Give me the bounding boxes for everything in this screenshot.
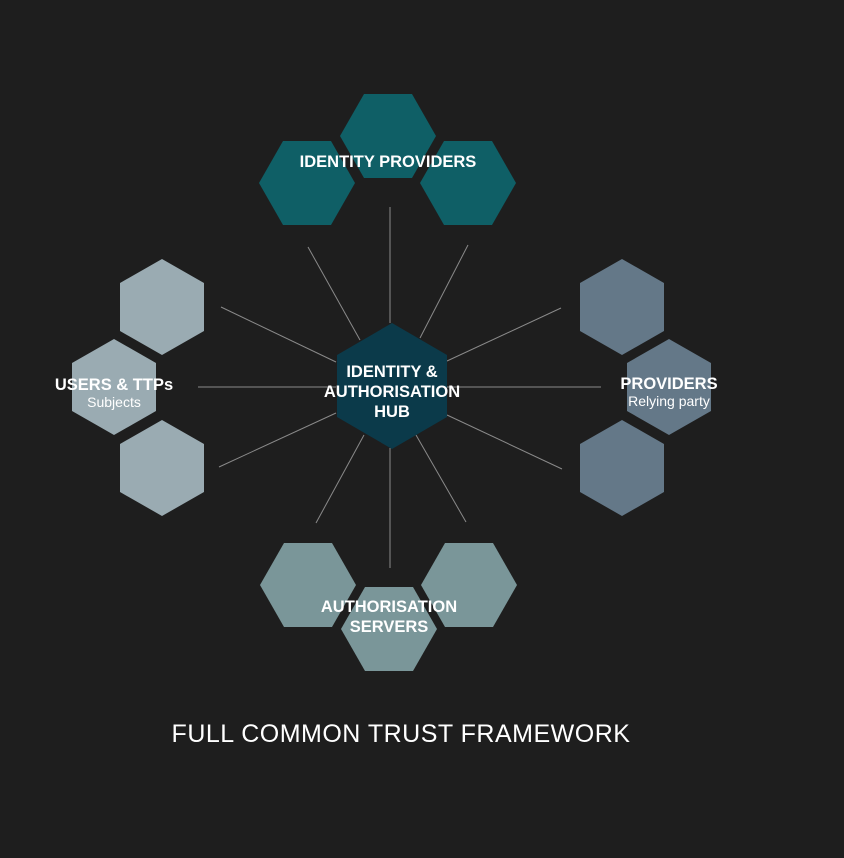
users-hex-middle <box>72 339 156 435</box>
users-group: USERS & TTPs Subjects <box>55 259 204 516</box>
framework-title: FULL COMMON TRUST FRAMEWORK <box>172 720 631 748</box>
identity-provider-hex-right <box>420 141 516 225</box>
spoke-bottom-left <box>315 434 365 524</box>
hub-group: IDENTITY & AUTHORISATION HUB <box>324 323 460 449</box>
spokes <box>198 207 601 568</box>
authorisation-server-hex-bottom <box>341 587 437 671</box>
spoke-left-lower <box>218 412 337 468</box>
spoke-top-right <box>419 244 469 339</box>
providers-hex-top <box>580 259 664 355</box>
hub-label-line3: HUB <box>374 403 410 421</box>
hub-label-line2: AUTHORISATION <box>324 383 460 401</box>
spoke-right-lower <box>446 414 563 470</box>
hub-hex <box>337 323 447 449</box>
users-label: USERS & TTPs <box>55 376 173 394</box>
authorisation-servers-label-line2: SERVERS <box>350 618 429 636</box>
users-hex-top <box>120 259 204 355</box>
authorisation-servers-label-line1: AUTHORISATION <box>321 598 457 616</box>
hub-label-line1: IDENTITY & <box>346 363 437 381</box>
spoke-bottom-right <box>415 434 467 523</box>
authorisation-server-hex-left <box>260 543 356 627</box>
identity-provider-hex-top <box>340 94 436 178</box>
users-sublabel: Subjects <box>87 394 141 410</box>
providers-hex-middle <box>627 339 711 435</box>
identity-providers-label: IDENTITY PROVIDERS <box>300 153 477 171</box>
spoke-right-upper <box>446 307 562 362</box>
users-hex-bottom <box>120 420 204 516</box>
providers-label: PROVIDERS <box>620 375 717 393</box>
identity-provider-hex-left <box>259 141 355 225</box>
providers-sublabel: Relying party <box>628 393 710 409</box>
providers-hex-bottom <box>580 420 664 516</box>
authorisation-server-hex-right <box>421 543 517 627</box>
spoke-left-upper <box>220 306 337 363</box>
providers-group: PROVIDERS Relying party <box>580 259 718 516</box>
identity-providers-group: IDENTITY PROVIDERS <box>259 94 516 225</box>
authorisation-servers-group: AUTHORISATION SERVERS <box>260 543 517 671</box>
spoke-top-left <box>307 246 361 341</box>
